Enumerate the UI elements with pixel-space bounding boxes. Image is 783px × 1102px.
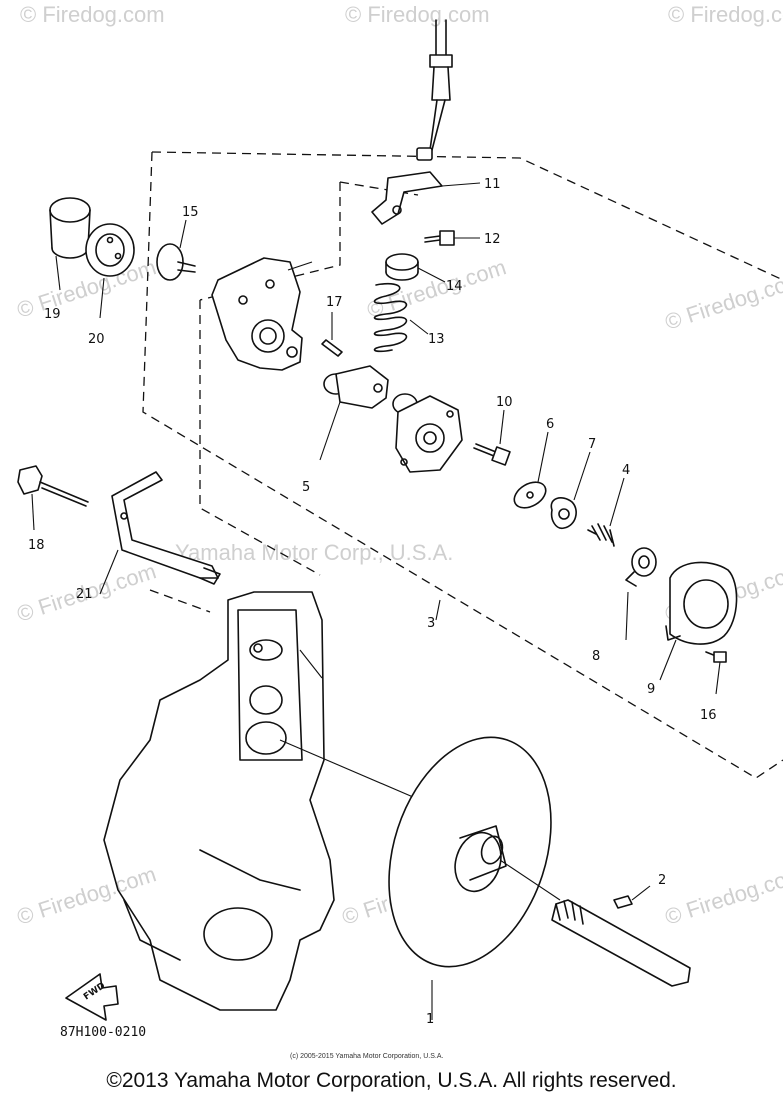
callout-19: 19 xyxy=(44,307,61,322)
small-copyright-note: (c) 2005-2015 Yamaha Motor Corporation, … xyxy=(290,1053,443,1060)
part-8-collar xyxy=(625,547,657,641)
part-10-screw xyxy=(473,409,511,466)
engine-crankcase xyxy=(103,591,421,1011)
callout-4: 4 xyxy=(622,463,630,478)
part-4-spring xyxy=(587,477,625,547)
callout-10: 10 xyxy=(496,395,513,410)
part-18-bolt xyxy=(17,465,89,531)
callout-18: 18 xyxy=(28,538,45,553)
copyright-footer: ©2013 Yamaha Motor Corporation, U.S.A. A… xyxy=(106,1069,677,1092)
watermark-firedog: © Firedog.com xyxy=(345,2,490,27)
callout-17: 17 xyxy=(326,295,343,310)
part-15-shaft-washer xyxy=(156,219,196,281)
part-6-washer xyxy=(513,431,549,509)
callout-15: 15 xyxy=(182,205,199,220)
part-17-pin xyxy=(321,312,343,357)
part-1-sheave xyxy=(388,736,561,1020)
callout-7: 7 xyxy=(588,437,596,452)
part-3-cover-plate xyxy=(392,393,463,621)
part-13-spring xyxy=(373,282,429,353)
primary-shaft xyxy=(551,899,691,987)
part-20-cap xyxy=(85,223,135,319)
watermark-firedog: © Firedog.com xyxy=(662,266,783,334)
watermark-firedog: © Firedog.com xyxy=(20,2,165,27)
callout-5: 5 xyxy=(302,480,310,495)
callout-1: 1 xyxy=(426,1012,434,1027)
callout-11: 11 xyxy=(484,177,501,192)
callout-20: 20 xyxy=(88,332,105,347)
callout-14: 14 xyxy=(446,279,463,294)
callout-21: 21 xyxy=(76,587,93,602)
watermark-yamaha: Yamaha Motor Corp., U.S.A. xyxy=(175,540,453,565)
part-16-screw xyxy=(705,651,727,695)
callout-9: 9 xyxy=(647,682,655,697)
fwd-arrow-icon: FWD xyxy=(65,973,119,1021)
callout-6: 6 xyxy=(546,417,554,432)
callout-3: 3 xyxy=(427,616,435,631)
part-19-rubber-boot xyxy=(49,197,91,291)
part-21-bracket xyxy=(99,471,221,595)
throttle-cable xyxy=(416,19,453,161)
callout-16: 16 xyxy=(700,708,717,723)
callout-2: 2 xyxy=(658,873,666,888)
part-7-circlip xyxy=(550,451,591,530)
callout-labels: 11 12 14 13 17 15 19 20 5 10 6 7 4 18 21… xyxy=(28,177,717,1027)
part-12-bolt xyxy=(424,230,480,246)
watermark-firedog: © Firedog.com xyxy=(662,861,783,929)
watermark-firedog: © Firedog.com xyxy=(14,254,159,322)
part-2-key xyxy=(613,885,651,909)
part-5-throttle-shaft xyxy=(319,365,389,461)
throttle-housing xyxy=(211,257,313,371)
callout-12: 12 xyxy=(484,232,501,247)
callout-8: 8 xyxy=(592,649,600,664)
part-11-lever xyxy=(371,171,481,225)
watermark-firedog: © Firedog.com xyxy=(668,2,783,27)
assembly-outline xyxy=(142,151,783,779)
callout-13: 13 xyxy=(428,332,445,347)
drawing-reference: 87H100-0210 xyxy=(60,1025,146,1040)
part-14-collar xyxy=(385,253,446,283)
part-9-cover xyxy=(659,561,738,681)
